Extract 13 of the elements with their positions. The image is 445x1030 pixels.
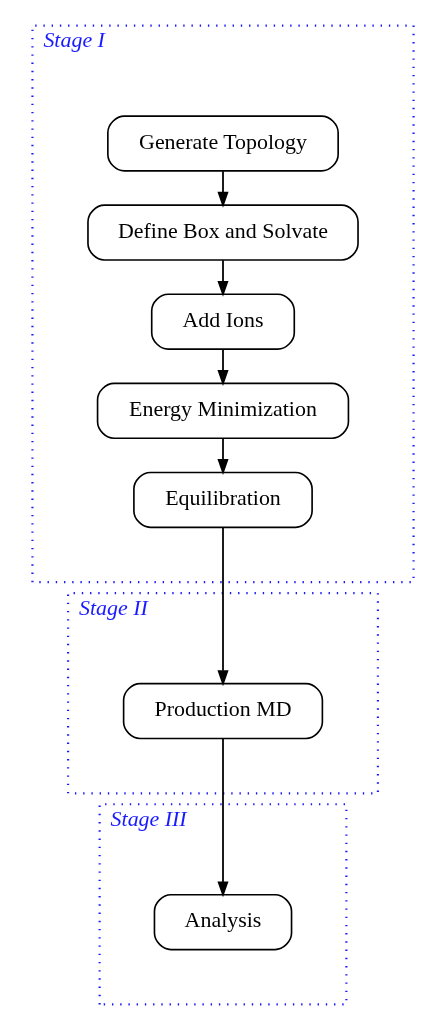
node-box: Analysis [153,893,292,951]
arrow [216,170,229,208]
node-box: Define Box and Solvate [86,204,359,261]
arrow [216,348,229,386]
arrow [216,259,229,297]
arrow [216,526,229,687]
node-box: Production MD [122,682,323,740]
node-box: Equilibration [132,471,313,529]
arrow [216,437,229,476]
node-box: Generate Topology [106,115,339,172]
node-box: Add Ions [150,293,295,350]
node-box: Energy Minimization [96,382,349,440]
arrow [216,737,229,898]
